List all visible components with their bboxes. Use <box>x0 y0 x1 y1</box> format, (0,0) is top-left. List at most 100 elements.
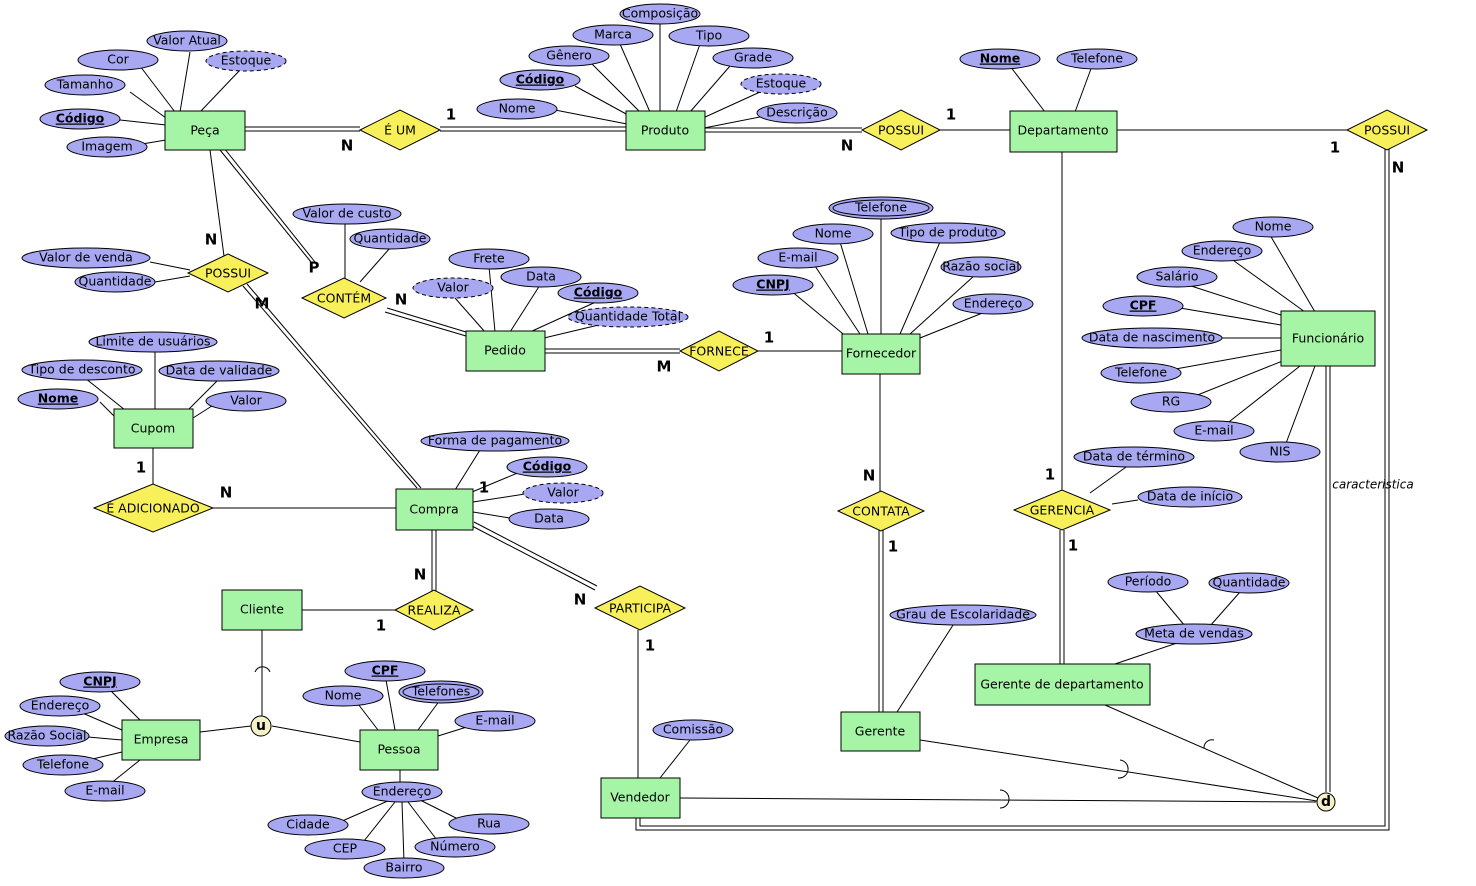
attribute-empresa-razao-social[interactable]: Razão Social <box>4 725 90 747</box>
relationship-participa[interactable]: PARTICIPA <box>593 585 687 631</box>
attribute-funcionario-nis[interactable]: NIS <box>1239 441 1321 463</box>
attribute-empresa-telefone[interactable]: Telefone <box>22 754 104 776</box>
entity-gerente-departamento[interactable]: Gerente de departamento <box>974 663 1151 706</box>
attribute-peca-imagem[interactable]: Imagem <box>66 136 148 158</box>
entity-compra[interactable]: Compra <box>395 488 474 531</box>
relationship-e-adicionado[interactable]: É ADICIONADO <box>92 483 215 533</box>
relationship-realiza[interactable]: REALIZA <box>393 589 475 631</box>
attribute-funcionario-nome[interactable]: Nome <box>1232 216 1314 238</box>
attribute-produto-tipo[interactable]: Tipo <box>668 25 750 47</box>
entity-vendedor[interactable]: Vendedor <box>600 777 681 819</box>
entity-cliente[interactable]: Cliente <box>221 589 303 631</box>
attribute-fornecedor-nome[interactable]: Nome <box>792 223 874 245</box>
attribute-peca-codigo[interactable]: Código <box>39 108 121 130</box>
attribute-pessoa-numero[interactable]: Número <box>414 836 496 858</box>
attribute-produto-grade[interactable]: Grade <box>712 47 794 69</box>
entity-gerente[interactable]: Gerente <box>840 711 921 752</box>
attribute-contem-valor-custo[interactable]: Valor de custo <box>292 203 402 225</box>
attribute-peca-valor-atual[interactable]: Valor Atual <box>146 30 228 52</box>
attribute-pessoa-email[interactable]: E-mail <box>454 710 536 732</box>
attribute-gerente-grau-escolaridade[interactable]: Grau de Escolaridade <box>889 604 1037 626</box>
attribute-produto-composicao[interactable]: Composição <box>619 3 701 25</box>
attribute-funcionario-data-nascimento[interactable]: Data de nascimento <box>1081 327 1223 349</box>
attribute-fornecedor-cnpj[interactable]: CNPJ <box>732 274 814 296</box>
attribute-possui-quantidade[interactable]: Quantidade <box>74 271 156 293</box>
attribute-funcionario-rg[interactable]: RG <box>1130 391 1212 413</box>
attribute-compra-data[interactable]: Data <box>508 508 590 530</box>
relationship-fornece[interactable]: FORNECE <box>678 330 760 372</box>
relationship-e-um[interactable]: É UM <box>358 109 442 151</box>
attribute-pessoa-cep[interactable]: CEP <box>304 838 386 860</box>
entity-empresa[interactable]: Empresa <box>121 719 201 761</box>
entity-peca[interactable]: Peça <box>164 110 246 151</box>
attribute-meta-quantidade[interactable]: Quantidade <box>1208 572 1290 594</box>
relationship-possui-departamento-funcionario[interactable]: POSSUI <box>1345 109 1429 151</box>
attribute-departamento-telefone[interactable]: Telefone <box>1056 48 1138 70</box>
attribute-funcionario-cpf[interactable]: CPF <box>1102 295 1184 317</box>
attribute-pedido-quantidade-total[interactable]: Quantidade Total <box>567 306 689 328</box>
attribute-pessoa-telefones[interactable]: Telefones <box>398 680 484 704</box>
attribute-compra-codigo[interactable]: Código <box>506 456 588 478</box>
attribute-produto-codigo[interactable]: Código <box>499 69 581 91</box>
attribute-pessoa-endereco[interactable]: Endereço <box>361 781 443 803</box>
entity-funcionario[interactable]: Funcionário <box>1280 310 1376 367</box>
attribute-gerencia-data-termino[interactable]: Data de término <box>1073 446 1195 468</box>
attribute-produto-genero[interactable]: Gênero <box>528 45 610 67</box>
attribute-pedido-codigo[interactable]: Código <box>557 282 639 304</box>
entity-produto[interactable]: Produto <box>625 110 706 151</box>
attribute-peca-tamanho[interactable]: Tamanho <box>44 74 126 96</box>
attribute-funcionario-salario[interactable]: Salário <box>1136 266 1218 288</box>
attribute-funcionario-email[interactable]: E-mail <box>1173 420 1255 442</box>
attribute-compra-valor[interactable]: Valor <box>522 482 604 504</box>
entity-departamento[interactable]: Departamento <box>1009 110 1118 153</box>
attribute-produto-estoque[interactable]: Estoque <box>740 73 822 95</box>
attribute-produto-marca[interactable]: Marca <box>572 24 654 46</box>
attribute-vendedor-comissao[interactable]: Comissão <box>652 719 734 741</box>
attribute-produto-nome[interactable]: Nome <box>476 98 558 120</box>
attribute-pessoa-rua[interactable]: Rua <box>448 813 530 835</box>
attribute-pedido-frete[interactable]: Frete <box>448 248 530 270</box>
attribute-pedido-valor[interactable]: Valor <box>412 277 494 299</box>
attribute-fornecedor-endereco[interactable]: Endereço <box>952 293 1034 315</box>
attribute-pessoa-bairro[interactable]: Bairro <box>363 857 445 879</box>
entity-pedido[interactable]: Pedido <box>465 330 546 372</box>
attribute-cupom-nome[interactable]: Nome <box>17 388 99 410</box>
attribute-pessoa-nome[interactable]: Nome <box>302 685 384 707</box>
entity-cupom[interactable]: Cupom <box>113 408 194 449</box>
attribute-possui-valor-venda[interactable]: Valor de venda <box>21 247 151 269</box>
relationship-possui-peca-compra[interactable]: POSSUI <box>186 253 270 293</box>
svg-text:Frete: Frete <box>473 251 505 266</box>
attribute-departamento-nome[interactable]: Nome <box>959 48 1041 70</box>
attribute-fornecedor-razao-social[interactable]: Razão social <box>940 256 1022 278</box>
attribute-pessoa-cpf[interactable]: CPF <box>344 660 426 682</box>
attribute-compra-forma-pagamento[interactable]: Forma de pagamento <box>420 430 570 452</box>
attribute-cupom-limite-usuarios[interactable]: Limite de usuários <box>88 331 218 353</box>
relationship-possui-produto-departamento[interactable]: POSSUI <box>860 109 942 151</box>
attribute-funcionario-endereco[interactable]: Endereço <box>1181 240 1263 262</box>
attribute-empresa-endereco[interactable]: Endereço <box>19 695 101 717</box>
attribute-fornecedor-tipo-produto[interactable]: Tipo de produto <box>890 222 1006 244</box>
attribute-fornecedor-email[interactable]: E-mail <box>757 247 839 269</box>
relationship-contem[interactable]: CONTÉM <box>300 277 388 319</box>
attribute-funcionario-telefone[interactable]: Telefone <box>1100 362 1182 384</box>
attribute-fornecedor-telefone[interactable]: Telefone <box>828 196 934 220</box>
relationship-gerencia[interactable]: GERENCIA <box>1012 489 1112 531</box>
attribute-contem-quantidade[interactable]: Quantidade <box>349 228 431 250</box>
attribute-peca-cor[interactable]: Cor <box>77 49 159 71</box>
attribute-empresa-cnpj[interactable]: CNPJ <box>59 671 141 693</box>
relationship-contata[interactable]: CONTATA <box>836 490 926 532</box>
svg-text:Quantidade: Quantidade <box>79 274 152 289</box>
attribute-cupom-tipo-desconto[interactable]: Tipo de desconto <box>21 359 143 381</box>
attribute-pessoa-cidade[interactable]: Cidade <box>267 814 349 836</box>
attribute-meta-de-vendas[interactable]: Meta de vendas <box>1135 623 1253 645</box>
entity-pessoa[interactable]: Pessoa <box>359 729 439 771</box>
attribute-produto-descricao[interactable]: Descrição <box>756 102 838 124</box>
attribute-peca-estoque[interactable]: Estoque <box>205 50 287 72</box>
attribute-meta-periodo[interactable]: Período <box>1107 571 1189 593</box>
attribute-empresa-email[interactable]: E-mail <box>64 780 146 802</box>
attribute-gerencia-data-inicio[interactable]: Data de início <box>1137 486 1243 508</box>
attribute-cupom-valor[interactable]: Valor <box>205 390 287 412</box>
entity-fornecedor[interactable]: Fornecedor <box>841 333 921 375</box>
attribute-cupom-data-validade[interactable]: Data de validade <box>158 360 280 382</box>
attribute-pedido-data[interactable]: Data <box>500 266 582 288</box>
